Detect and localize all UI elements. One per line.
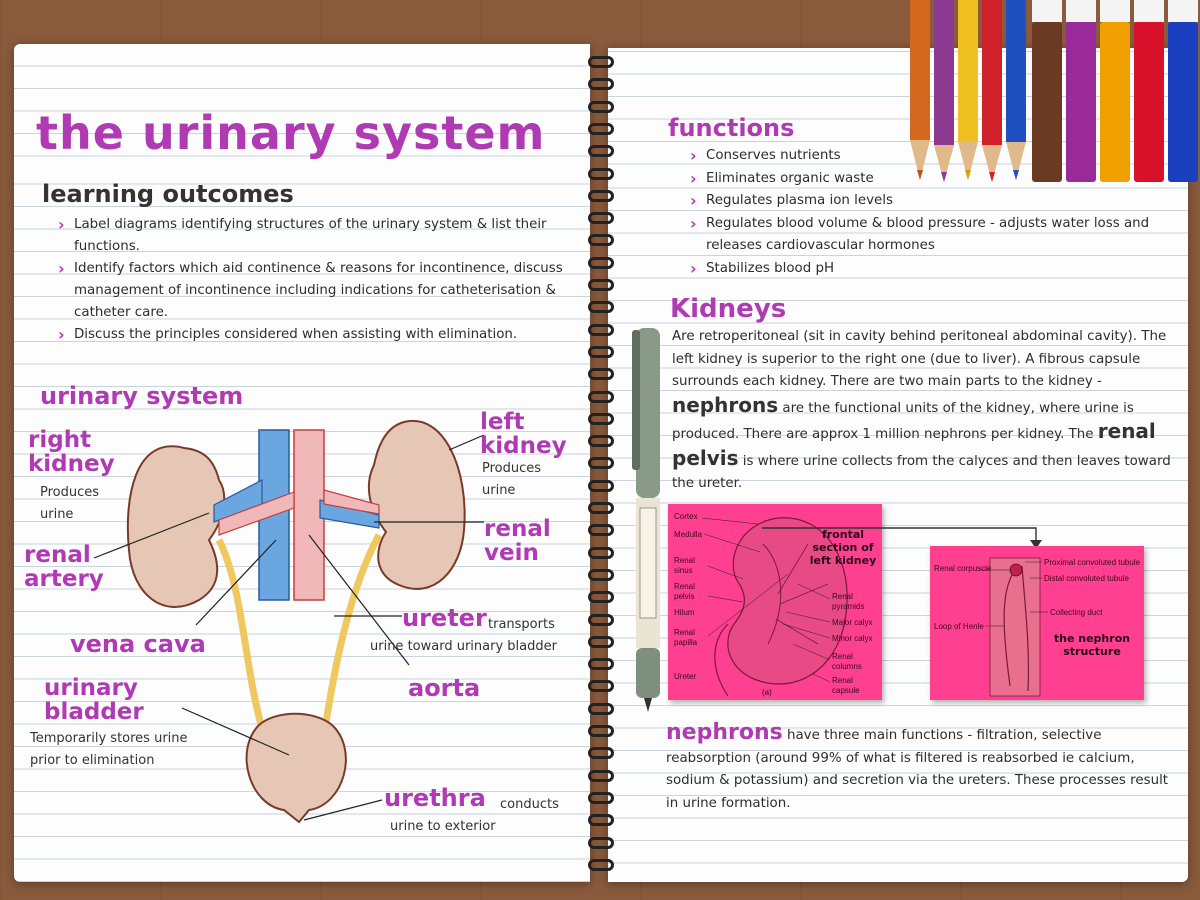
right-kidney-note: Produces urine xyxy=(40,482,120,526)
spiral-ring xyxy=(588,524,614,536)
label-renal-capsule: Renal capsule xyxy=(832,676,880,696)
spiral-ring xyxy=(588,190,614,202)
list-item: Regulates blood volume & blood pressure … xyxy=(690,213,1190,258)
functions-heading: functions xyxy=(668,114,794,142)
urinary-system-heading: urinary system xyxy=(40,382,243,410)
spiral-binding xyxy=(588,56,614,886)
left-kidney-note: Produces urine xyxy=(482,458,552,502)
spiral-ring xyxy=(588,78,614,90)
renal-vein-label: renal vein xyxy=(484,517,574,565)
spiral-ring xyxy=(588,346,614,358)
label-collecting-duct: Collecting duct xyxy=(1050,608,1102,617)
pen xyxy=(626,318,670,714)
spiral-ring xyxy=(588,56,614,68)
spiral-ring xyxy=(588,502,614,514)
list-item: Stabilizes blood pH xyxy=(690,258,1190,281)
label-renal-papilla: Renal papilla xyxy=(674,628,704,648)
label-proximal-tubule: Proximal convoluted tubule xyxy=(1044,558,1140,567)
spiral-ring xyxy=(588,391,614,403)
learning-outcomes-list: Label diagrams identifying structures of… xyxy=(58,214,578,346)
spiral-ring xyxy=(588,680,614,692)
nephrons-term: nephrons xyxy=(672,393,778,417)
kidneys-heading: Kidneys xyxy=(670,294,786,324)
spiral-ring xyxy=(588,324,614,336)
spiral-ring xyxy=(588,123,614,135)
list-item: Conserves nutrients xyxy=(690,145,1190,168)
bladder-shape xyxy=(247,714,346,822)
list-item: Eliminates organic waste xyxy=(690,168,1190,191)
spiral-ring xyxy=(588,591,614,603)
spiral-ring xyxy=(588,725,614,737)
label-major-calyx: Major calyx xyxy=(832,618,872,627)
nephrons-paragraph: nephrons have three main functions - fil… xyxy=(666,722,1176,815)
spiral-ring xyxy=(588,480,614,492)
spiral-ring xyxy=(588,413,614,425)
list-item: Label diagrams identifying structures of… xyxy=(58,214,578,258)
label-medulla: Medulla xyxy=(674,530,702,539)
spiral-ring xyxy=(588,145,614,157)
urinary-bladder-note: Temporarily stores urine prior to elimin… xyxy=(30,728,200,772)
list-item: Regulates plasma ion levels xyxy=(690,190,1190,213)
label-loop-of-henle: Loop of Henle xyxy=(934,622,984,631)
list-item: Identify factors which aid continence & … xyxy=(58,258,578,324)
spiral-ring xyxy=(588,814,614,826)
kidneys-text-3: is where urine collects from the calyces… xyxy=(672,454,1171,492)
label-renal-pelvis: Renal pelvis xyxy=(674,582,704,602)
spiral-ring xyxy=(588,435,614,447)
label-minor-calyx: Minor calyx xyxy=(832,634,872,643)
nephrons-heading: nephrons xyxy=(666,720,783,745)
spiral-ring xyxy=(588,747,614,759)
figure-caption: (a) xyxy=(762,688,772,697)
page-title: the urinary system xyxy=(36,106,546,160)
kidneys-text-1: Are retroperitoneal (sit in cavity behin… xyxy=(672,329,1166,389)
spiral-ring xyxy=(588,279,614,291)
spiral-ring xyxy=(588,301,614,313)
learning-outcomes-heading: learning outcomes xyxy=(42,180,294,208)
functions-list: Conserves nutrients Eliminates organic w… xyxy=(690,145,1190,280)
left-kidney-label: left kidney xyxy=(480,410,570,458)
label-renal-sinus: Renal sinus xyxy=(674,556,704,576)
urinary-bladder-label: urinary bladder xyxy=(44,676,184,724)
label-renal-corpuscle: Renal corpuscle xyxy=(934,564,991,573)
right-kidney-shape xyxy=(128,446,224,607)
spiral-ring xyxy=(588,837,614,849)
vena-cava-label: vena cava xyxy=(70,630,206,658)
right-kidney-label: right kidney xyxy=(28,428,138,476)
spiral-ring xyxy=(588,368,614,380)
spiral-ring xyxy=(588,770,614,782)
renal-artery-label: renal artery xyxy=(24,543,124,591)
spiral-ring xyxy=(588,658,614,670)
spiral-ring xyxy=(588,234,614,246)
ureter-note: transports urine toward urinary bladder xyxy=(370,614,582,658)
label-hilum: Hilum xyxy=(674,608,694,617)
spiral-ring xyxy=(588,859,614,871)
sticky-nephron-title: the nephron structure xyxy=(1052,632,1132,658)
spiral-ring xyxy=(588,636,614,648)
left-kidney-shape xyxy=(369,421,465,589)
urethra-note: conducts urine to exterior xyxy=(390,794,570,838)
spiral-ring xyxy=(588,101,614,113)
spiral-ring xyxy=(588,614,614,626)
label-cortex: Cortex xyxy=(674,512,698,521)
spiral-ring xyxy=(588,257,614,269)
label-ureter: Ureter xyxy=(674,672,696,681)
kidneys-paragraph: Are retroperitoneal (sit in cavity behin… xyxy=(672,326,1182,496)
spiral-ring xyxy=(588,168,614,180)
spiral-ring xyxy=(588,703,614,715)
sticky-note-nephron: Proximal convoluted tubule Renal corpusc… xyxy=(930,546,1144,700)
spiral-ring xyxy=(588,547,614,559)
spiral-ring xyxy=(588,569,614,581)
label-distal-tubule: Distal convoluted tubule xyxy=(1044,574,1129,583)
label-renal-columns: Renal columns xyxy=(832,652,880,672)
spiral-ring xyxy=(588,457,614,469)
spiral-ring xyxy=(588,792,614,804)
spiral-ring xyxy=(588,212,614,224)
list-item: Discuss the principles considered when a… xyxy=(58,324,578,346)
label-renal-pyramids: Renal pyramids xyxy=(832,592,880,612)
aorta-label: aorta xyxy=(408,674,480,702)
